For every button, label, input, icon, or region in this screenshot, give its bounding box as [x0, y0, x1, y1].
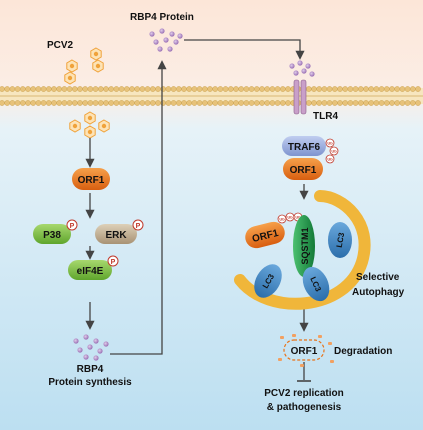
rbp4-dot [305, 63, 311, 69]
pcv2-virus-icon [64, 71, 76, 85]
outcome-label-1: PCV2 replication [264, 388, 343, 399]
rbp4-dot [177, 33, 183, 39]
p38-label: P38 [43, 230, 61, 241]
rbp4-synthesis-label-1: RBP4 [77, 364, 104, 375]
svg-text:Ub: Ub [295, 215, 301, 220]
degradation-fragments [278, 334, 334, 367]
rbp4-dot [169, 31, 175, 37]
svg-text:Ub: Ub [279, 217, 285, 222]
autophagosome-membrane [234, 190, 371, 310]
eif4e-label: eIF4E [77, 266, 104, 277]
rbp4-synthesis-label-2: Protein synthesis [48, 377, 132, 388]
rbp4-dot [157, 46, 163, 52]
fragment [330, 360, 334, 363]
eif4e-node: eIF4E P [68, 255, 119, 280]
rbp4-dot [163, 37, 169, 43]
rbp4-protein-dots-secreted [149, 28, 183, 52]
rbp4-dot [77, 347, 83, 353]
ubiquitin-chain-traf6: Ub Ub Ub [325, 138, 339, 164]
fragment [300, 364, 304, 367]
svg-text:Ub: Ub [327, 157, 333, 162]
svg-text:Ub: Ub [287, 215, 293, 220]
sqstm1-label: SQSTM1 [300, 227, 310, 264]
rbp4-dot [103, 341, 109, 347]
phospho-badge-erk [132, 219, 144, 231]
rbp4-dot [97, 348, 103, 354]
rbp4-dot [289, 63, 295, 69]
rbp4-dot [309, 71, 315, 77]
pcv2-virus-cluster-extracellular [64, 47, 104, 85]
lc3-label-top: LC3 [335, 231, 347, 248]
rbp4-protein-dots-synthesized [73, 334, 109, 361]
tlr4-label: TLR4 [313, 111, 338, 122]
traf6-node: TRAF6 [282, 136, 326, 156]
rbp4-dot [93, 355, 99, 361]
sqstm1-node: SQSTM1 [293, 215, 315, 277]
fragment [278, 358, 282, 361]
pcv2-label: PCV2 [47, 40, 74, 51]
svg-text:P: P [111, 259, 116, 266]
selective-label-1: Selective [356, 272, 400, 283]
rbp4-dot [297, 60, 303, 66]
orf1-degraded-label: ORF1 [291, 346, 318, 357]
pcv2-virus-icon [92, 59, 104, 73]
orf1-degraded-node: ORF1 [283, 339, 325, 361]
cell-membrane [0, 86, 423, 106]
p38-node: P38 P [33, 219, 78, 244]
degradation-label: Degradation [334, 346, 392, 357]
pathway-arrows [85, 39, 309, 380]
orf1-cargo-node: ORF1 [245, 221, 285, 249]
lc3-node-right: LC3 [302, 266, 330, 302]
orf1-right-node: ORF1 [283, 158, 323, 180]
orf1-left-node: ORF1 [72, 168, 110, 190]
rbp4-dot [159, 28, 165, 34]
outcome-label-2: & pathogenesis [267, 402, 342, 413]
lc3-node-left: LC3 [254, 264, 282, 298]
erk-label: ERK [105, 230, 127, 241]
pcv2-virus-icon [66, 59, 78, 73]
selective-label-2: Autophagy [352, 287, 405, 298]
pcv2-virus-icon [84, 125, 96, 139]
pcv2-virus-icon [69, 119, 81, 133]
rbp4-dot [83, 354, 89, 360]
orf1-right-label: ORF1 [290, 165, 317, 176]
arrow-synthesis-to-secretion [110, 60, 167, 355]
rbp4-dot [73, 338, 79, 344]
rbp4-dot [301, 68, 307, 74]
phospho-badge-eif4e [107, 255, 119, 267]
svg-text:Ub: Ub [331, 149, 337, 154]
orf1-left-label: ORF1 [78, 175, 105, 186]
fragment [318, 335, 322, 338]
rbp4-dot [83, 334, 89, 340]
rbp4-dot [87, 344, 93, 350]
lc3-node-top: LC3 [328, 222, 352, 258]
fragment [328, 342, 332, 345]
rbp4-protein-label: RBP4 Protein [130, 12, 194, 23]
rbp4-dot [149, 31, 155, 37]
fragment [280, 336, 284, 339]
fragment [292, 334, 296, 337]
rbp4-dot [293, 70, 299, 76]
phospho-badge-p38 [66, 219, 78, 231]
svg-text:P: P [70, 223, 75, 230]
tlr4-receptor [293, 79, 307, 115]
traf6-label: TRAF6 [288, 142, 321, 153]
pcv2-virus-icon [98, 119, 110, 133]
erk-node: ERK P [95, 219, 144, 244]
pcv2-virus-icon [90, 47, 102, 61]
svg-text:P: P [136, 223, 141, 230]
arrow-rbp4-to-tlr4 [184, 39, 305, 60]
rbp4-dot [173, 39, 179, 45]
rbp4-protein-dots-bound [289, 60, 315, 77]
rbp4-dot [93, 338, 99, 344]
rbp4-dot [153, 39, 159, 45]
rbp4-dot [167, 46, 173, 52]
svg-text:Ub: Ub [327, 141, 333, 146]
pcv2-virus-icon [84, 111, 96, 125]
